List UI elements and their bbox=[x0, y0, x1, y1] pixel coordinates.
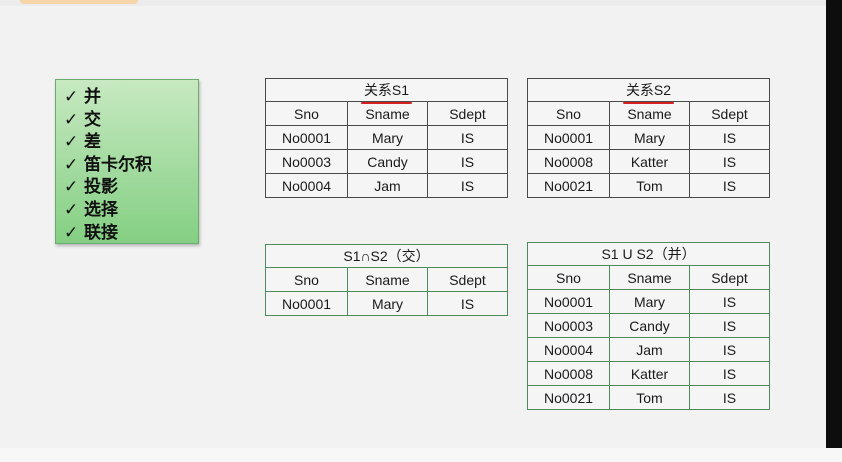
list-item: ✓投影 bbox=[64, 177, 118, 198]
column-header: Sdept bbox=[688, 265, 771, 290]
table-row: No0001 Mary IS bbox=[527, 289, 771, 314]
cell-sdept: IS bbox=[689, 125, 770, 150]
table-row: No0003 Candy IS bbox=[265, 149, 508, 174]
title-remnant bbox=[20, 0, 138, 4]
cell-sname: Mary bbox=[609, 289, 690, 314]
table-s2: 关系S2 Sno Sname Sdept No0001 Mary IS No00… bbox=[527, 78, 770, 198]
cell-sname: Candy bbox=[347, 149, 428, 174]
check-icon: ✓ bbox=[64, 109, 79, 130]
cell-sno: No0021 bbox=[527, 385, 610, 410]
table-title: 关系S2 bbox=[527, 78, 770, 104]
cell-sname: Candy bbox=[609, 313, 690, 338]
table-row: No0001 Mary IS bbox=[265, 125, 508, 150]
cell-sno: No0004 bbox=[265, 173, 348, 198]
table-row: No0001 Mary IS bbox=[527, 125, 770, 150]
list-item: ✓选择 bbox=[64, 199, 118, 220]
column-header: Sno bbox=[265, 267, 348, 292]
cell-sno: No0008 bbox=[527, 149, 610, 174]
top-strip bbox=[0, 0, 842, 6]
column-header: Sno bbox=[265, 101, 348, 126]
table-row: No0008 Katter IS bbox=[527, 361, 771, 386]
table-union: S1 U S2（并） Sno Sname Sdept No0001 Mary I… bbox=[526, 242, 771, 410]
cell-sdept: IS bbox=[689, 173, 770, 198]
check-icon: ✓ bbox=[64, 132, 79, 153]
cell-sname: Katter bbox=[609, 361, 690, 386]
cell-sno: No0001 bbox=[527, 289, 610, 314]
cell-sno: No0001 bbox=[265, 291, 348, 316]
column-header: Sdept bbox=[689, 101, 770, 126]
bottom-strip bbox=[0, 448, 842, 462]
cell-sdept: IS bbox=[427, 125, 508, 150]
list-item: ✓交 bbox=[64, 109, 101, 130]
header-row: Sno Sname Sdept bbox=[265, 101, 508, 126]
table-row: No0021 Tom IS bbox=[527, 173, 770, 198]
cell-sdept: IS bbox=[688, 385, 771, 410]
list-item: ✓并 bbox=[64, 87, 101, 107]
check-icon: ✓ bbox=[64, 222, 79, 243]
column-header: Sno bbox=[527, 265, 610, 290]
cell-sno: No0003 bbox=[527, 313, 610, 338]
check-icon: ✓ bbox=[64, 199, 79, 220]
cell-sname: Tom bbox=[609, 385, 690, 410]
cell-sno: No0003 bbox=[265, 149, 348, 174]
list-item: ✓联接 bbox=[64, 222, 118, 243]
cell-sdept: IS bbox=[688, 361, 771, 386]
column-header: Sname bbox=[609, 265, 690, 290]
cell-sname: Tom bbox=[609, 173, 690, 198]
cell-sdept: IS bbox=[688, 313, 771, 338]
table-row: No0001 Mary IS bbox=[265, 291, 509, 316]
check-icon: ✓ bbox=[64, 87, 79, 107]
table-row: No0021 Tom IS bbox=[527, 385, 771, 410]
red-underline bbox=[622, 102, 675, 104]
cell-sdept: IS bbox=[689, 149, 770, 174]
table-intersection: S1∩S2（交） Sno Sname Sdept No0001 Mary IS bbox=[264, 244, 509, 316]
red-underline bbox=[360, 102, 413, 104]
cell-sno: No0001 bbox=[265, 125, 348, 150]
table-s1: 关系S1 Sno Sname Sdept No0001 Mary IS No00… bbox=[265, 78, 508, 198]
list-item: ✓笛卡尔积 bbox=[64, 154, 152, 175]
cell-sno: No0004 bbox=[527, 337, 610, 362]
cell-sdept: IS bbox=[688, 337, 771, 362]
cell-sname: Mary bbox=[609, 125, 690, 150]
column-header: Sdept bbox=[427, 101, 508, 126]
cell-sno: No0021 bbox=[527, 173, 610, 198]
cell-sname: Katter bbox=[609, 149, 690, 174]
table-title: 关系S1 bbox=[265, 78, 508, 104]
cell-sname: Mary bbox=[347, 291, 428, 316]
cell-sdept: IS bbox=[688, 289, 771, 314]
table-row: No0004 Jam IS bbox=[265, 173, 508, 198]
cell-sno: No0008 bbox=[527, 361, 610, 386]
header-row: Sno Sname Sdept bbox=[527, 265, 771, 290]
cell-sno: No0001 bbox=[527, 125, 610, 150]
operations-list: ✓并 ✓交 ✓差 ✓笛卡尔积 ✓投影 ✓选择 ✓联接 bbox=[55, 79, 199, 244]
column-header: Sname bbox=[347, 101, 428, 126]
table-row: No0004 Jam IS bbox=[527, 337, 771, 362]
column-header: Sname bbox=[347, 267, 428, 292]
column-header: Sno bbox=[527, 101, 610, 126]
cell-sname: Mary bbox=[347, 125, 428, 150]
header-row: Sno Sname Sdept bbox=[527, 101, 770, 126]
cell-sdept: IS bbox=[427, 149, 508, 174]
table-row: No0003 Candy IS bbox=[527, 313, 771, 338]
cell-sname: Jam bbox=[347, 173, 428, 198]
check-icon: ✓ bbox=[64, 154, 79, 175]
table-title: S1∩S2（交） bbox=[264, 244, 509, 268]
column-header: Sname bbox=[609, 101, 690, 126]
cell-sdept: IS bbox=[427, 173, 508, 198]
cell-sdept: IS bbox=[426, 291, 509, 316]
table-title: S1 U S2（并） bbox=[526, 242, 771, 266]
window-edge bbox=[826, 0, 842, 462]
header-row: Sno Sname Sdept bbox=[265, 267, 509, 292]
table-row: No0008 Katter IS bbox=[527, 149, 770, 174]
list-item: ✓差 bbox=[64, 132, 101, 153]
cell-sname: Jam bbox=[609, 337, 690, 362]
check-icon: ✓ bbox=[64, 177, 79, 198]
column-header: Sdept bbox=[426, 267, 509, 292]
